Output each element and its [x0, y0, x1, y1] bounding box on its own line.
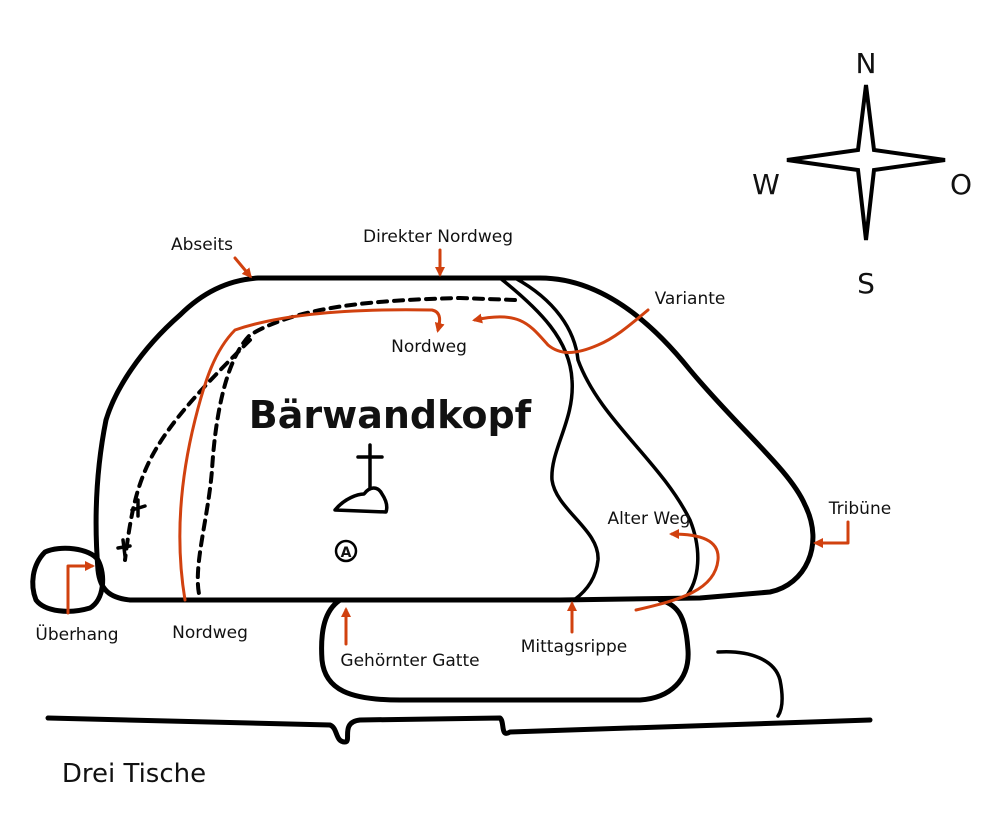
descent-path-branch [123, 338, 252, 562]
compass-west-label: W [752, 168, 780, 201]
compass-star-icon [786, 84, 946, 241]
ground-line [45, 715, 873, 745]
descent-marker-2 [116, 538, 132, 558]
descent-marker-1 [130, 498, 147, 518]
route-label-mittagsrippe: Mittagsrippe [521, 637, 628, 657]
lower-rock-block [319, 597, 691, 703]
rock-ridge-line-1 [498, 276, 600, 602]
compass-rose: N S W O [752, 47, 972, 300]
alter-weg-route-line [634, 529, 720, 612]
descent-path-main [195, 295, 517, 600]
variante-route-line [472, 308, 650, 354]
summit-name: Bärwandkopf [249, 393, 532, 437]
small-ledge [716, 650, 784, 718]
overhang-boulder [30, 545, 106, 614]
compass-east-label: O [950, 168, 972, 201]
rock-outline [30, 275, 873, 745]
climbing-routes [66, 248, 850, 646]
ueberhang-arrow [66, 561, 95, 615]
rock-ridge-line-2 [513, 276, 700, 600]
nordweg-route-line [178, 308, 445, 602]
main-rock-body [93, 275, 816, 603]
route-label-nordweg-lower: Nordweg [172, 623, 248, 643]
route-label-nordweg-upper: Nordweg [391, 337, 467, 357]
summit-cross-icon [333, 443, 389, 514]
ground-name: Drei Tische [62, 759, 206, 789]
route-label-direkter-nordweg: Direkter Nordweg [363, 227, 513, 247]
route-label-gehoernter-gatte: Gehörnter Gatte [340, 651, 479, 671]
route-label-alter-weg: Alter Weg [608, 509, 691, 529]
compass-north-label: N [856, 47, 877, 80]
rappel-symbol-label: A [341, 545, 352, 561]
abseits-arrow [233, 256, 252, 279]
route-label-ueberhang: Überhang [35, 623, 118, 645]
tribuene-arrow [813, 520, 850, 548]
route-label-tribuene: Tribüne [828, 499, 891, 519]
descent-route [116, 295, 517, 600]
compass-south-label: S [857, 267, 875, 300]
route-label-variante: Variante [655, 289, 726, 309]
rappel-anchor-icon: A [334, 539, 358, 563]
route-label-abseits: Abseits [171, 235, 233, 255]
